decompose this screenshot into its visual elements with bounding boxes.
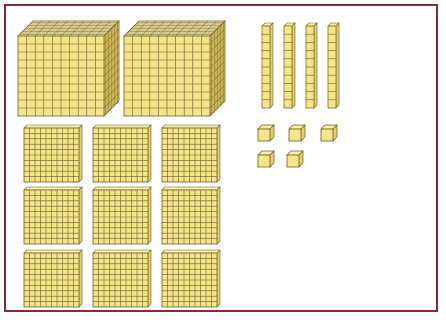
hundred-flat (24, 187, 82, 244)
thousand-cube (124, 21, 225, 116)
one-unit-cube (287, 151, 303, 167)
ten-rod (328, 23, 339, 108)
ten-rod (262, 23, 273, 108)
thousand-cube (18, 21, 119, 116)
hundred-flat (93, 125, 151, 182)
hundred-flat (162, 250, 220, 307)
hundred-flat (24, 125, 82, 182)
hundred-flat (162, 125, 220, 182)
one-unit-cube (258, 151, 274, 167)
one-unit-cube (289, 125, 305, 141)
one-unit-cube (321, 125, 337, 141)
hundred-flat (93, 187, 151, 244)
ten-rod (284, 23, 295, 108)
one-unit-cube (258, 125, 274, 141)
hundred-flat (162, 187, 220, 244)
hundred-flat (24, 250, 82, 307)
hundred-flat (93, 250, 151, 307)
ten-rod (306, 23, 317, 108)
